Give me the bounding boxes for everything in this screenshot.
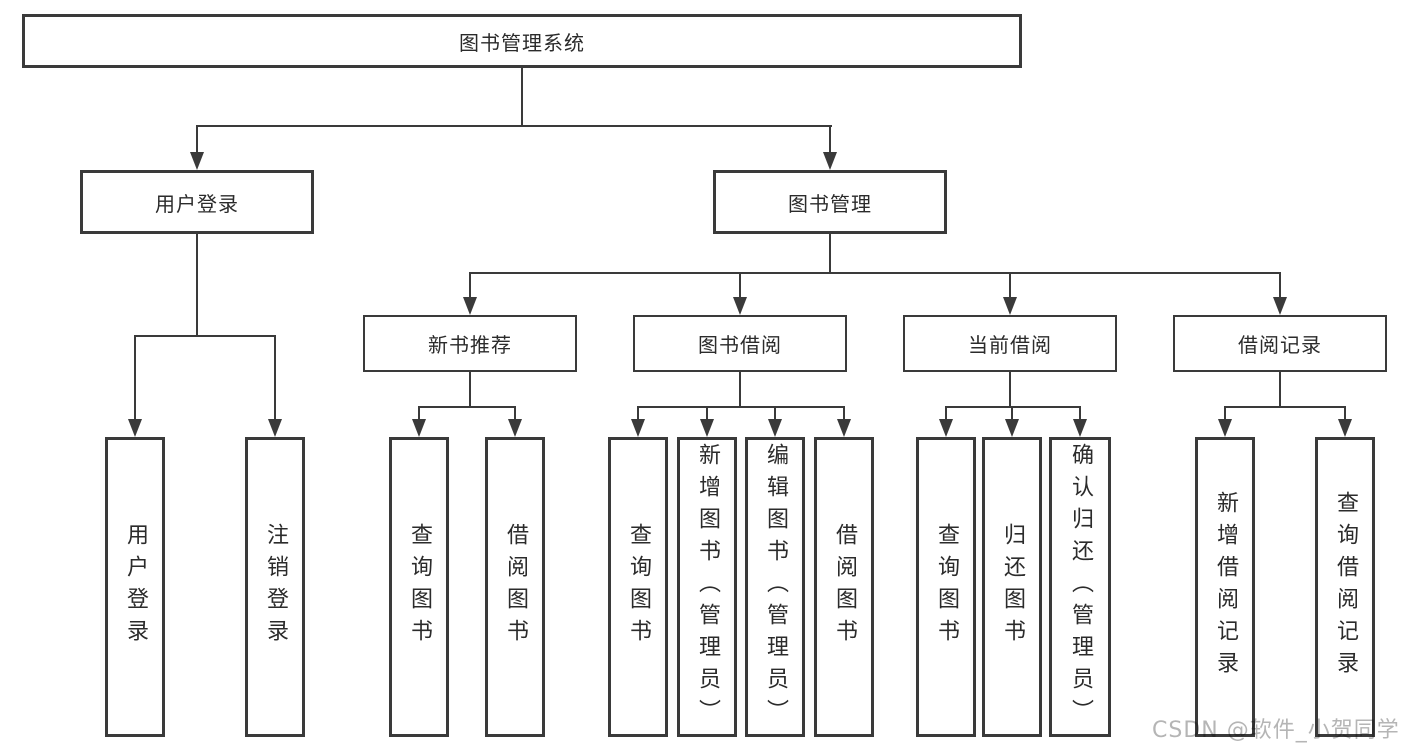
arrow-down-icon: [128, 419, 142, 437]
arrow-down-icon: [939, 419, 953, 437]
node-current-borrow: 当前借阅: [903, 315, 1117, 372]
connector-line: [1344, 408, 1346, 420]
connector-line: [521, 68, 523, 126]
connector-line: [637, 408, 639, 420]
connector-line: [418, 406, 516, 408]
connector-line: [739, 372, 741, 408]
node-borrow-books-under-borrow: 借阅图书: [814, 437, 874, 737]
node-query-borrow-record: 查询借阅记录: [1315, 437, 1375, 737]
arrow-down-icon: [1273, 297, 1287, 315]
arrow-down-icon: [837, 419, 851, 437]
connector-line: [829, 126, 831, 153]
connector-line: [134, 335, 276, 337]
connector-line: [843, 408, 845, 420]
arrow-down-icon: [1003, 297, 1017, 315]
connector-line: [196, 125, 832, 127]
node-logout-leaf: 注销登录: [245, 437, 305, 737]
connector-line: [1279, 274, 1281, 298]
connector-line: [469, 272, 1281, 274]
arrow-down-icon: [700, 419, 714, 437]
node-confirm-return-admin: 确认归还（管理员）: [1049, 437, 1111, 737]
connector-line: [945, 408, 947, 420]
connector-line: [469, 274, 471, 298]
arrow-down-icon: [631, 419, 645, 437]
node-book-borrow: 图书借阅: [633, 315, 847, 372]
node-book-management: 图书管理: [713, 170, 947, 234]
connector-line: [1224, 408, 1226, 420]
connector-line: [418, 408, 420, 420]
connector-line: [134, 336, 136, 420]
connector-line: [637, 406, 845, 408]
arrow-down-icon: [463, 297, 477, 315]
connector-line: [945, 406, 1081, 408]
node-borrow-books-under-recommendation: 借阅图书: [485, 437, 545, 737]
node-user-login-leaf: 用户登录: [105, 437, 165, 737]
node-add-borrow-record: 新增借阅记录: [1195, 437, 1255, 737]
connector-line: [706, 408, 708, 420]
arrow-down-icon: [268, 419, 282, 437]
arrow-down-icon: [1005, 419, 1019, 437]
connector-line: [196, 126, 198, 153]
connector-line: [1279, 372, 1281, 408]
node-query-books-under-borrow: 查询图书: [608, 437, 668, 737]
arrow-down-icon: [1218, 419, 1232, 437]
node-borrow-records: 借阅记录: [1173, 315, 1387, 372]
arrow-down-icon: [412, 419, 426, 437]
connector-line: [1079, 408, 1081, 420]
node-query-books-under-recommendation: 查询图书: [389, 437, 449, 737]
connector-line: [1011, 408, 1013, 420]
node-new-book-recommendation: 新书推荐: [363, 315, 577, 372]
arrow-down-icon: [190, 152, 204, 170]
arrow-down-icon: [768, 419, 782, 437]
connector-line: [274, 336, 276, 420]
node-root: 图书管理系统: [22, 14, 1022, 68]
node-query-books-under-current: 查询图书: [916, 437, 976, 737]
connector-line: [1009, 274, 1011, 298]
arrow-down-icon: [1073, 419, 1087, 437]
connector-line: [774, 408, 776, 420]
connector-line: [1009, 372, 1011, 408]
connector-line: [1224, 406, 1346, 408]
node-add-books-admin: 新增图书（管理员）: [677, 437, 737, 737]
csdn-watermark: CSDN @软件_小贺同学: [1152, 718, 1400, 743]
connector-line: [469, 372, 471, 408]
arrow-down-icon: [733, 297, 747, 315]
node-edit-books-admin: 编辑图书（管理员）: [745, 437, 805, 737]
arrow-down-icon: [823, 152, 837, 170]
arrow-down-icon: [1338, 419, 1352, 437]
node-user-login: 用户登录: [80, 170, 314, 234]
connector-line: [514, 408, 516, 420]
connector-line: [739, 274, 741, 298]
connector-line: [829, 234, 831, 274]
arrow-down-icon: [508, 419, 522, 437]
node-return-books: 归还图书: [982, 437, 1042, 737]
connector-line: [196, 234, 198, 336]
